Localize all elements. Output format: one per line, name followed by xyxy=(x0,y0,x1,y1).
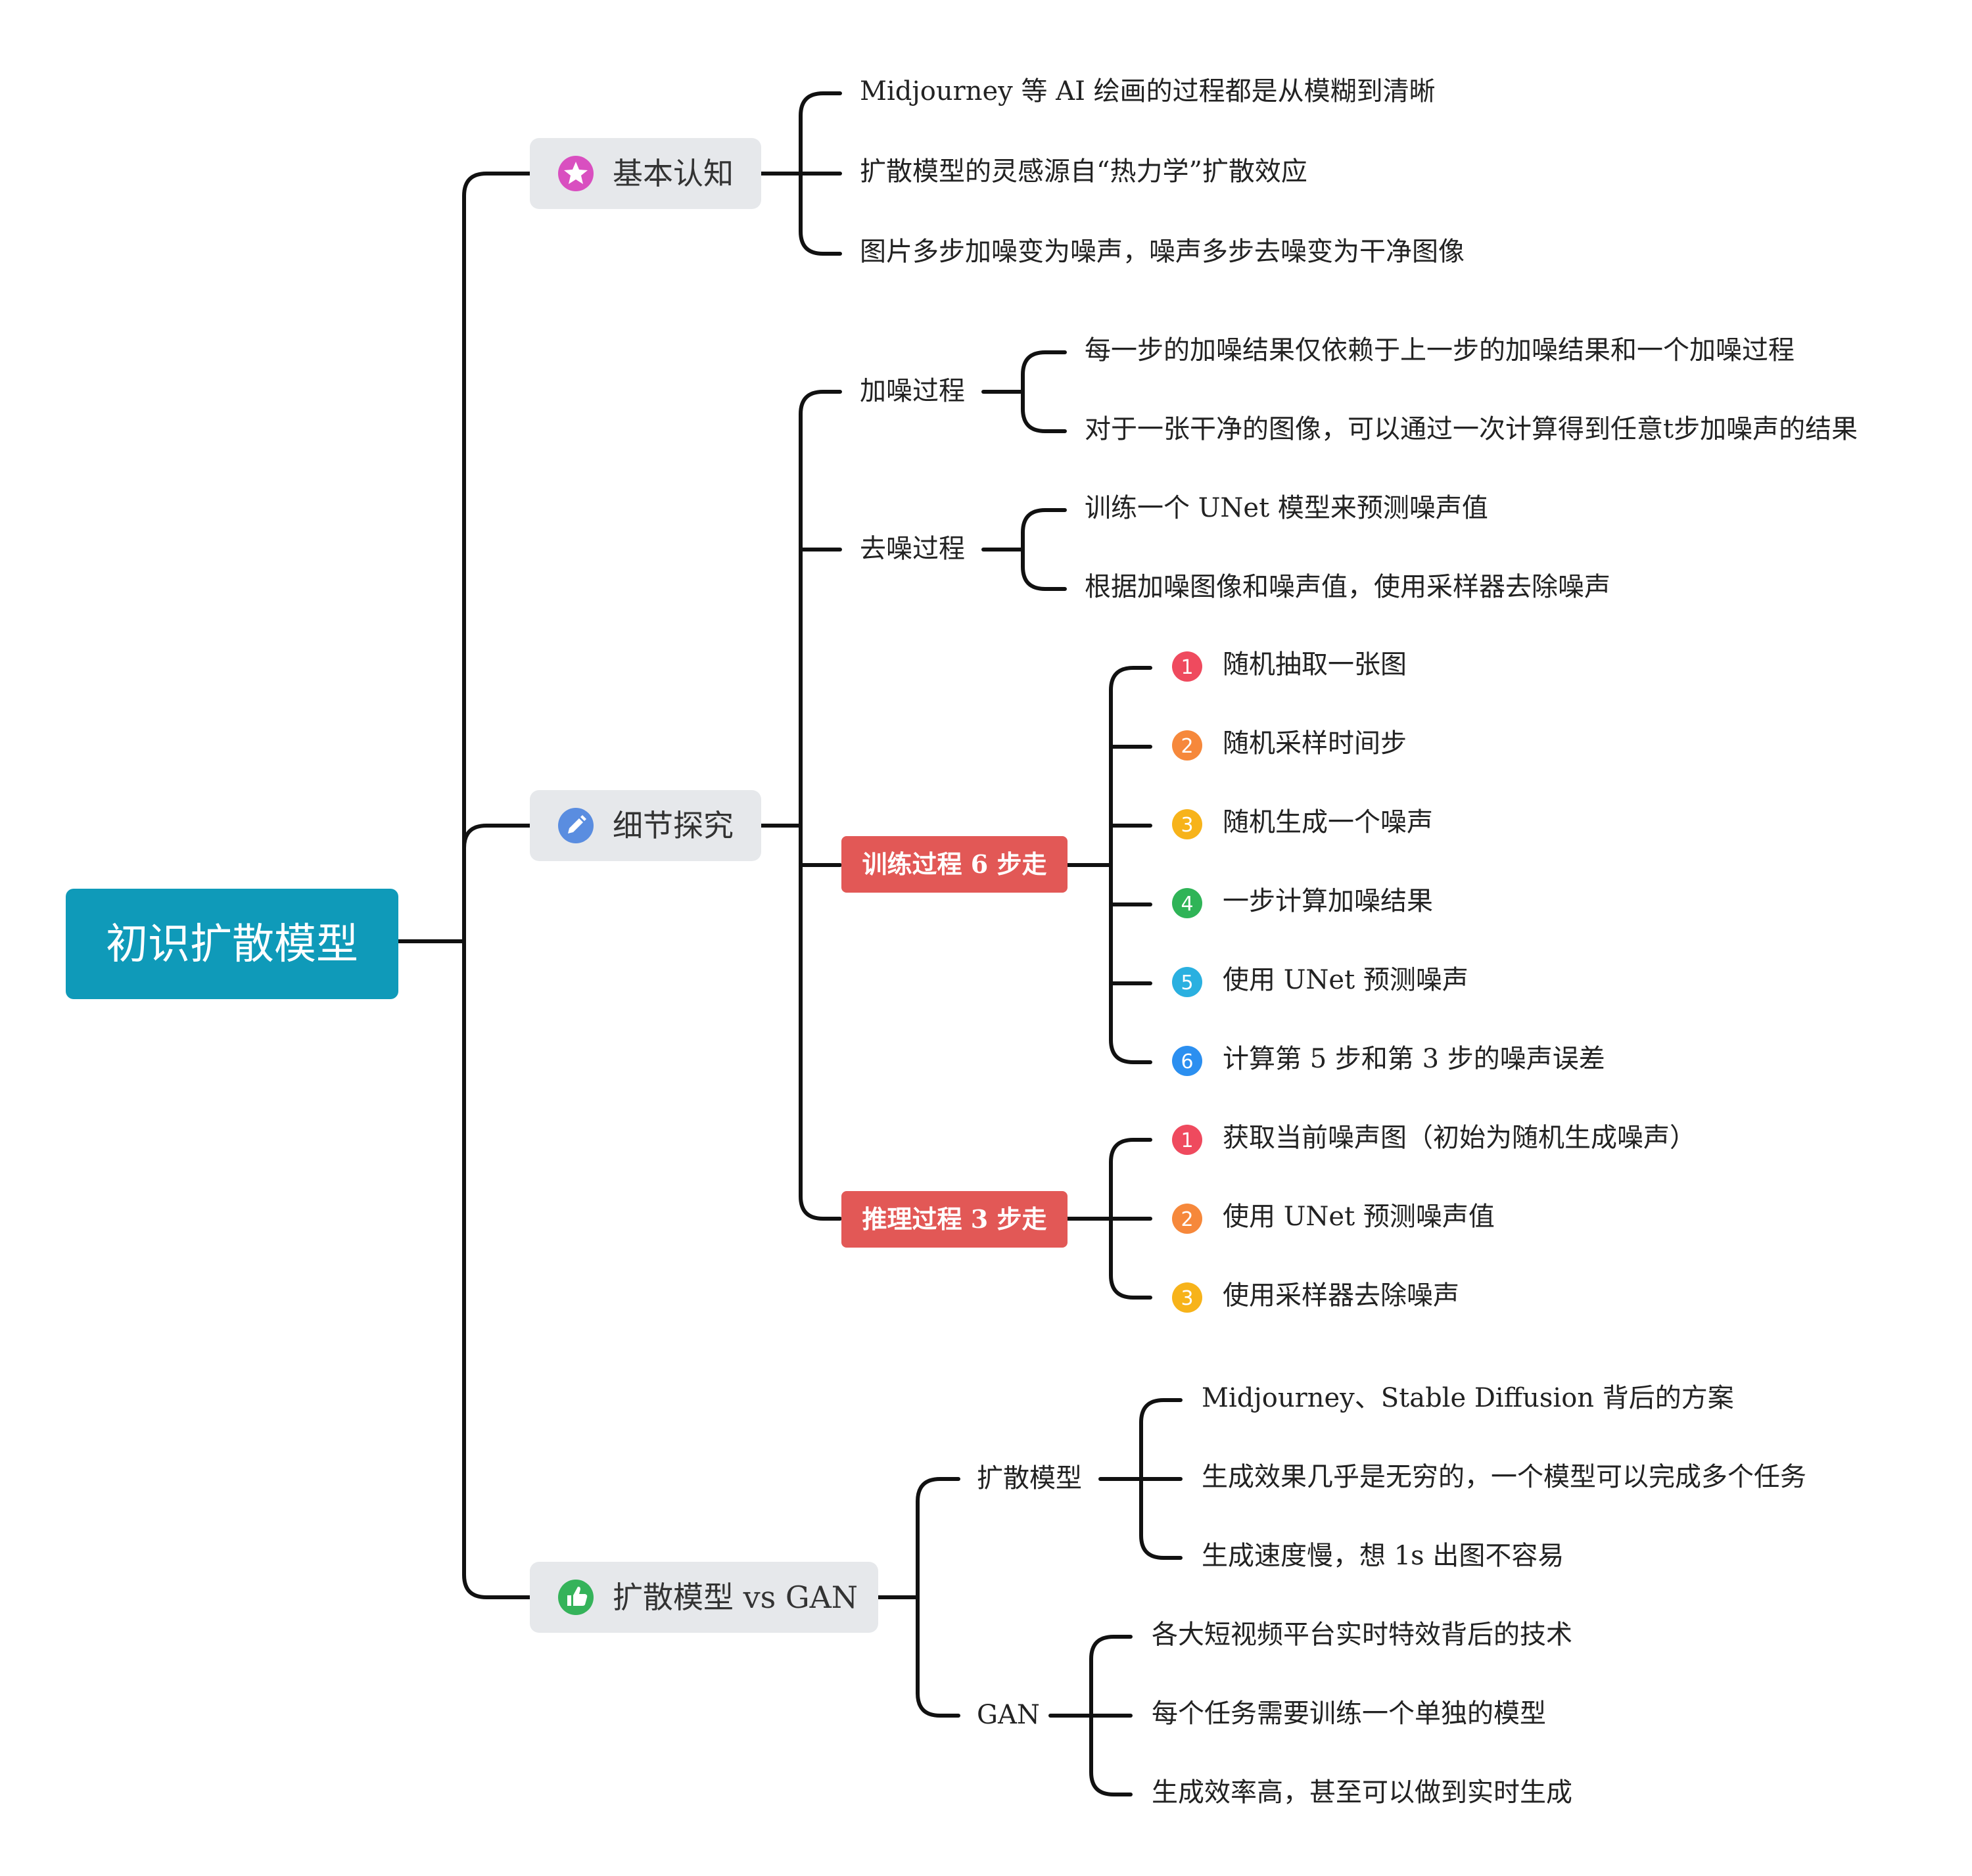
training-bracket xyxy=(1109,666,1152,1064)
diffusion-node[interactable]: 扩散模型 xyxy=(977,1463,1082,1493)
star-icon xyxy=(558,156,594,191)
diffusion-item-3: 生成速度慢，想 1s 出图不容易 xyxy=(1202,1541,1564,1571)
diffusion-item-2: 生成效果几乎是无穷的，一个模型可以完成多个任务 xyxy=(1202,1462,1806,1492)
gan-label: GAN xyxy=(977,1700,1040,1730)
branch-detail[interactable]: 细节探究 xyxy=(530,790,761,861)
training-step-6: 6 计算第 5 步和第 3 步的噪声误差 xyxy=(1172,1044,1605,1076)
denoising-items: 训练一个 UNet 模型来预测噪声值 根据加噪图像和噪声值，使用采样器去除噪声 xyxy=(1085,493,1610,602)
branch-compare-label: 扩散模型 vs GAN xyxy=(613,1580,858,1615)
root-node[interactable]: 初识扩散模型 xyxy=(66,889,398,999)
inference-step-2-badge xyxy=(1172,1204,1202,1234)
training-step-2: 2 随机采样时间步 xyxy=(1172,728,1407,761)
noising-item-1: 每一步的加噪结果仅依赖于上一步的加噪结果和一个加噪过程 xyxy=(1085,335,1795,365)
inference-step-1: 1 获取当前噪声图（初始为随机生成噪声） xyxy=(1172,1123,1696,1155)
branch-detail-label: 细节探究 xyxy=(613,808,734,843)
inference-label: 推理过程 3 步走 xyxy=(862,1204,1047,1234)
training-step-1-text: 随机抽取一张图 xyxy=(1223,649,1407,680)
noising-node[interactable]: 加噪过程 xyxy=(860,376,965,406)
gan-item-3: 生成效率高，甚至可以做到实时生成 xyxy=(1152,1777,1572,1808)
training-step-3-text: 随机生成一个噪声 xyxy=(1223,807,1433,837)
inference-node[interactable]: 推理过程 3 步走 xyxy=(841,1191,1068,1248)
step-4-number: 4 xyxy=(1181,893,1193,916)
noising-items: 每一步的加噪结果仅依赖于上一步的加噪结果和一个加噪过程 对于一张干净的图像，可以… xyxy=(1085,335,1858,444)
denoising-item-1: 训练一个 UNet 模型来预测噪声值 xyxy=(1085,493,1488,523)
inference-step-3-text: 使用采样器去除噪声 xyxy=(1223,1280,1459,1311)
step-6-badge xyxy=(1172,1046,1202,1076)
inference-step-1-text: 获取当前噪声图（初始为随机生成噪声） xyxy=(1223,1123,1696,1153)
branch-compare-pill xyxy=(530,1562,878,1633)
training-step-5-text: 使用 UNet 预测噪声 xyxy=(1223,965,1468,995)
noising-bracket xyxy=(1021,350,1067,433)
training-step-4: 4 一步计算加噪结果 xyxy=(1172,886,1433,918)
step-2-badge xyxy=(1172,730,1202,761)
step-2-number: 2 xyxy=(1181,735,1193,758)
connectors xyxy=(396,91,1183,1796)
noising-label: 加噪过程 xyxy=(860,376,965,406)
inference-step-3-badge xyxy=(1172,1282,1202,1313)
denoising-label: 去噪过程 xyxy=(860,534,965,564)
diffusion-item-1: Midjourney、Stable Diffusion 背后的方案 xyxy=(1202,1383,1734,1413)
branch-compare[interactable]: 扩散模型 vs GAN xyxy=(530,1562,878,1633)
step-6-number: 6 xyxy=(1181,1050,1193,1073)
training-step-3: 3 随机生成一个噪声 xyxy=(1172,807,1433,839)
step-1-badge xyxy=(1172,651,1202,682)
inference-step-3: 3 使用采样器去除噪声 xyxy=(1172,1280,1459,1313)
level1-trunk xyxy=(462,172,532,1599)
noising-item-2: 对于一张干净的图像，可以通过一次计算得到任意t步加噪声的结果 xyxy=(1085,414,1858,444)
branch-basic-pill xyxy=(530,138,761,209)
diffusion-label: 扩散模型 xyxy=(977,1463,1082,1493)
denoising-item-2: 根据加噪图像和噪声值，使用采样器去除噪声 xyxy=(1085,572,1610,602)
branch-detail-pill xyxy=(530,790,761,861)
inference-box xyxy=(841,1191,1068,1248)
gan-item-1: 各大短视频平台实时特效背后的技术 xyxy=(1152,1620,1572,1650)
basic-item-3: 图片多步加噪变为噪声，噪声多步去噪变为干净图像 xyxy=(860,237,1465,267)
thumbs-up-icon xyxy=(558,1580,594,1615)
step-3-number: 3 xyxy=(1181,814,1193,837)
inference-step-1-badge xyxy=(1172,1125,1202,1155)
basic-item-1: Midjourney 等 AI 绘画的过程都是从模糊到清晰 xyxy=(860,76,1436,106)
step-5-badge xyxy=(1172,967,1202,997)
step-1-number: 1 xyxy=(1181,656,1193,679)
branch-basic-label: 基本认知 xyxy=(613,156,734,191)
detail-bracket xyxy=(799,390,842,1221)
step-5-number: 5 xyxy=(1181,972,1193,995)
compare-bracket xyxy=(916,1477,960,1718)
training-step-4-text: 一步计算加噪结果 xyxy=(1223,886,1433,916)
training-node[interactable]: 训练过程 6 步走 xyxy=(841,836,1068,893)
branch-basic[interactable]: 基本认知 xyxy=(530,138,761,209)
basic-items: Midjourney 等 AI 绘画的过程都是从模糊到清晰 扩散模型的灵感源自“… xyxy=(860,76,1465,267)
inference-step-3-number: 3 xyxy=(1181,1287,1193,1310)
root-box xyxy=(66,889,398,999)
denoising-bracket xyxy=(1021,508,1067,591)
root-title: 初识扩散模型 xyxy=(106,920,358,969)
training-step-6-text: 计算第 5 步和第 3 步的噪声误差 xyxy=(1223,1044,1605,1074)
training-label: 训练过程 6 步走 xyxy=(862,849,1047,879)
training-box xyxy=(841,836,1068,893)
training-step-5: 5 使用 UNet 预测噪声 xyxy=(1172,965,1468,997)
gan-items: 各大短视频平台实时特效背后的技术 每个任务需要训练一个单独的模型 生成效率高，甚… xyxy=(1152,1620,1572,1808)
gan-item-2: 每个任务需要训练一个单独的模型 xyxy=(1152,1699,1546,1729)
training-steps: 1 随机抽取一张图 2 随机采样时间步 3 随机生成一个噪声 4 一步计算加噪结… xyxy=(1172,649,1605,1076)
inference-step-1-number: 1 xyxy=(1181,1129,1193,1152)
inference-step-2-number: 2 xyxy=(1181,1208,1193,1231)
inference-steps: 1 获取当前噪声图（初始为随机生成噪声） 2 使用 UNet 预测噪声值 3 使… xyxy=(1172,1123,1696,1313)
diffusion-items: Midjourney、Stable Diffusion 背后的方案 生成效果几乎… xyxy=(1202,1383,1806,1571)
level1-branch-detail xyxy=(462,824,532,850)
training-step-1: 1 随机抽取一张图 xyxy=(1172,649,1407,682)
step-4-badge xyxy=(1172,888,1202,918)
step-3-badge xyxy=(1172,809,1202,839)
gan-node[interactable]: GAN xyxy=(977,1700,1040,1730)
denoising-node[interactable]: 去噪过程 xyxy=(860,534,965,564)
pencil-icon xyxy=(558,808,594,843)
basic-item-2: 扩散模型的灵感源自“热力学”扩散效应 xyxy=(860,156,1307,187)
inference-step-2-text: 使用 UNet 预测噪声值 xyxy=(1223,1202,1495,1232)
training-step-2-text: 随机采样时间步 xyxy=(1223,728,1407,759)
inference-step-2: 2 使用 UNet 预测噪声值 xyxy=(1172,1202,1495,1234)
